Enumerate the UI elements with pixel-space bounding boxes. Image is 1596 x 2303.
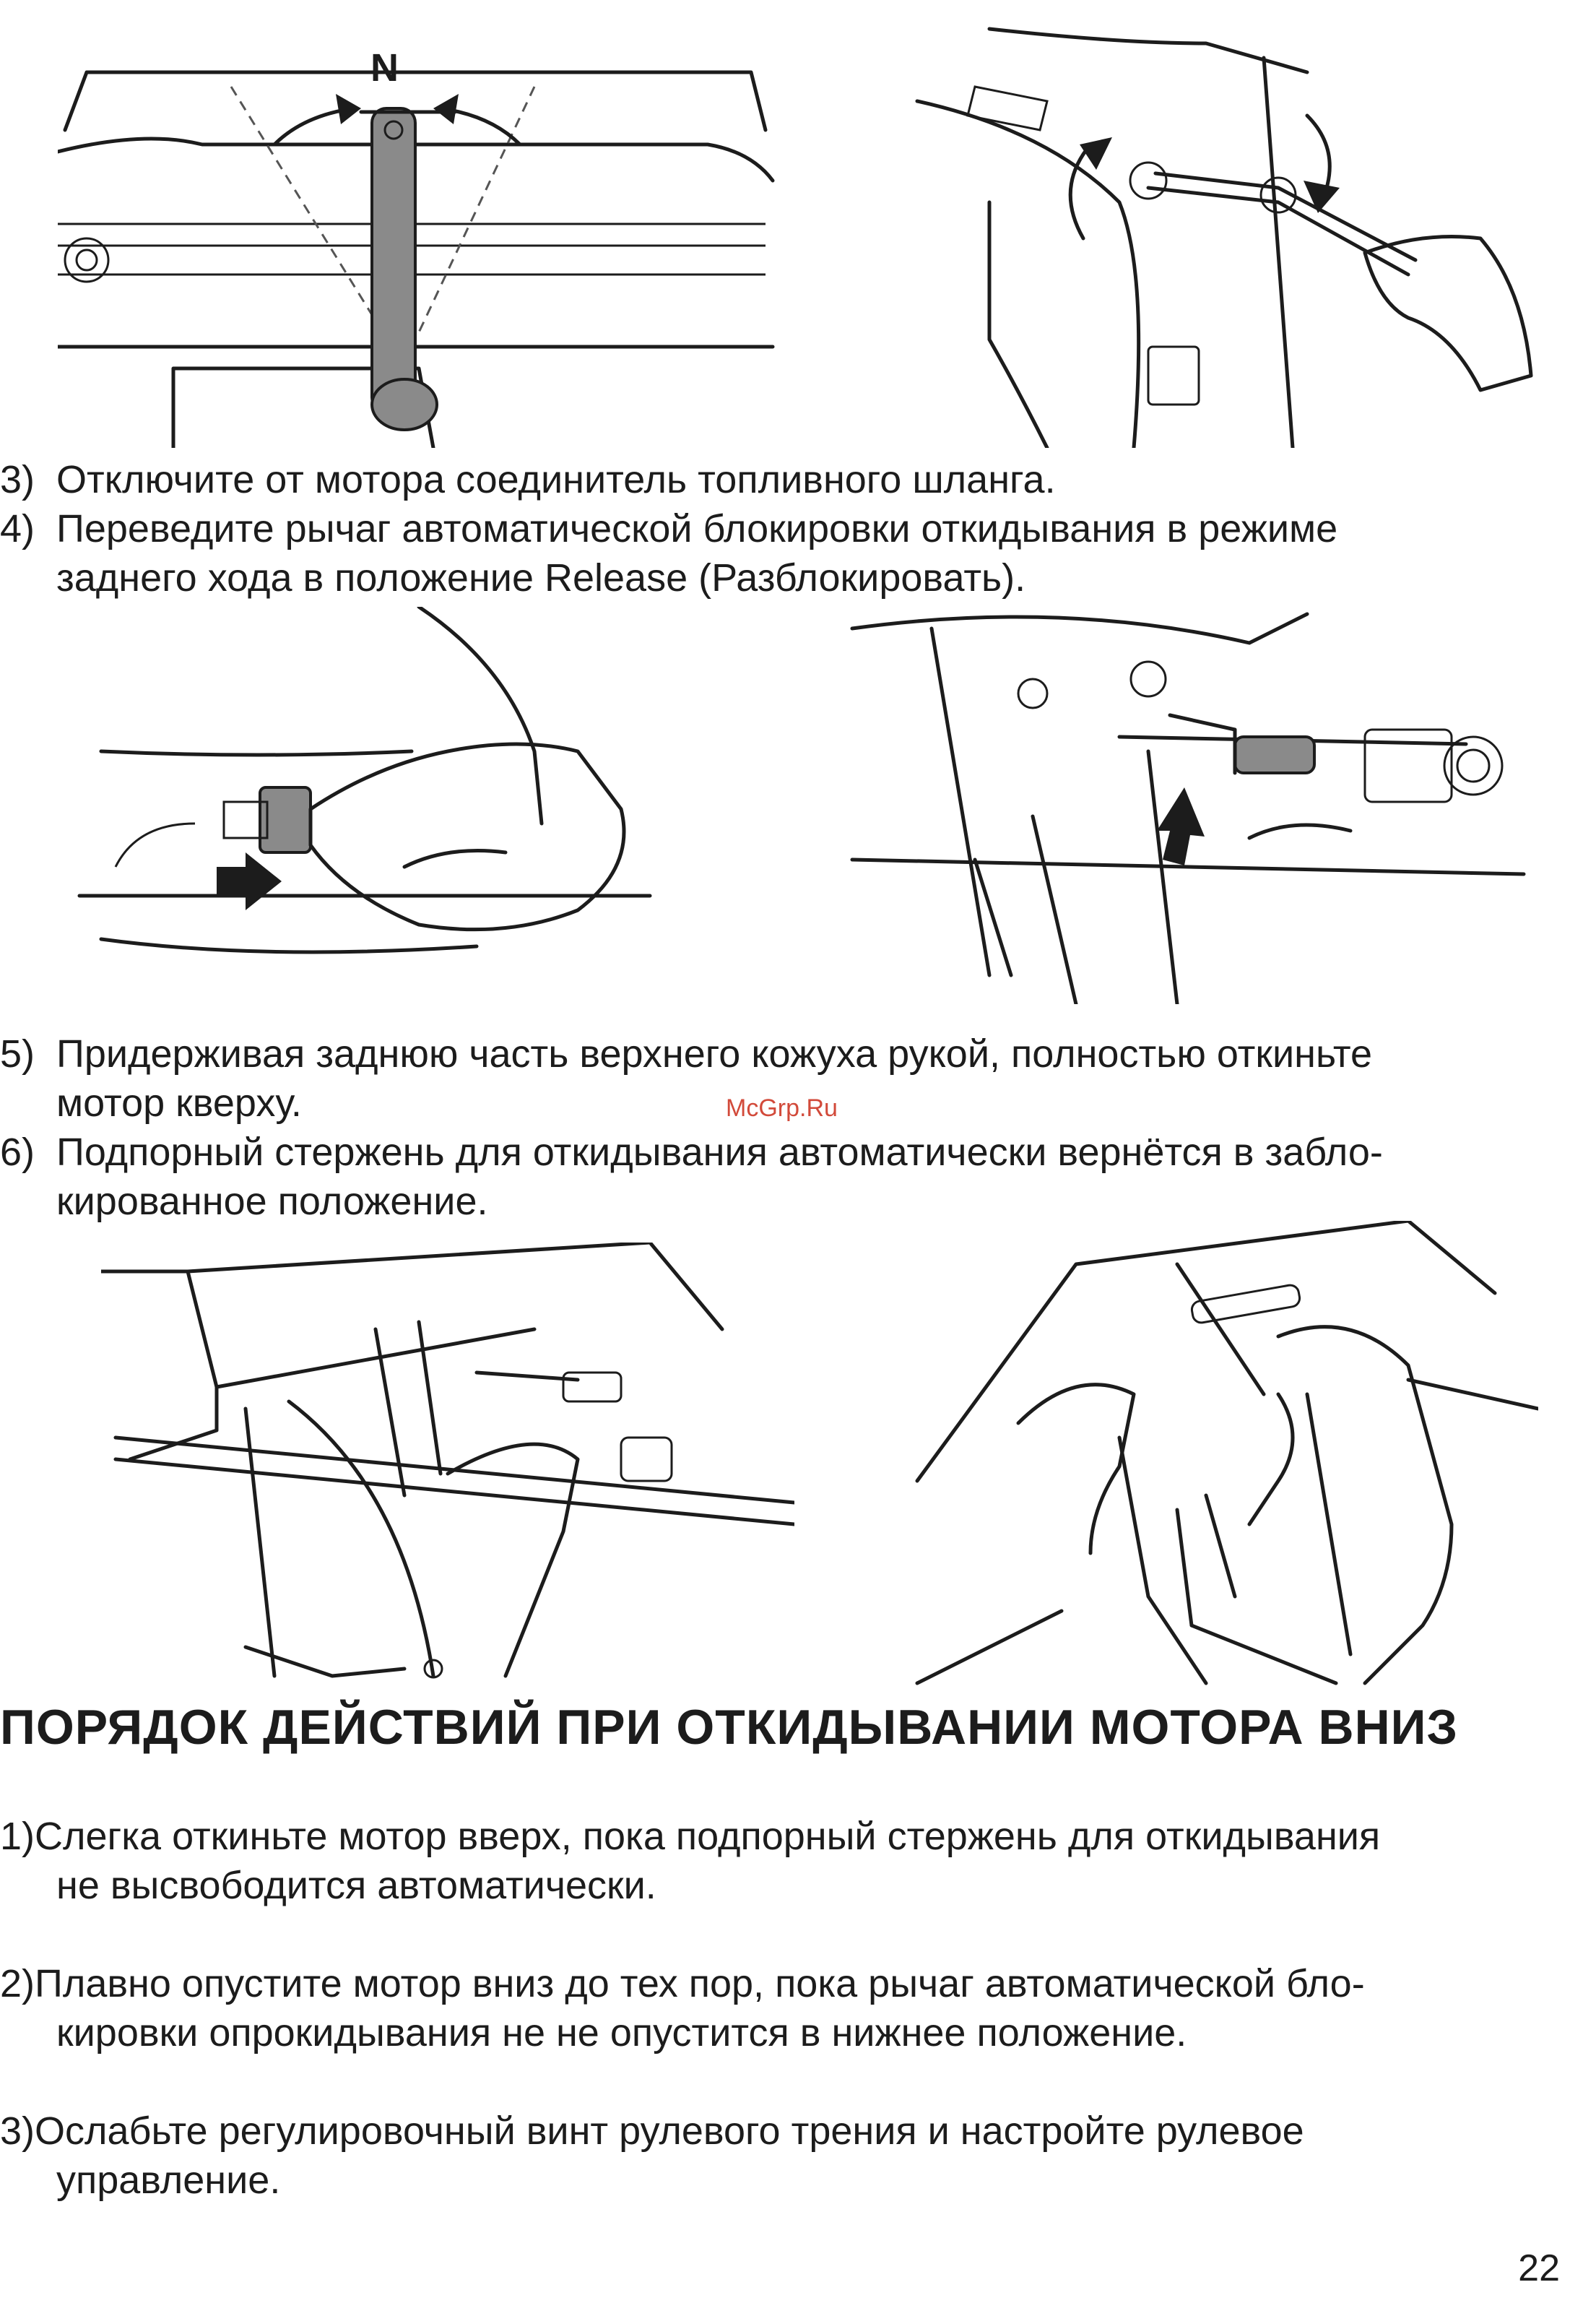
figure-wrench (903, 14, 1538, 448)
step-3-top: 3)Отключите от мотора соединитель топлив… (0, 458, 1056, 501)
step-5: 5)Придерживая заднюю часть верхнего кожу… (0, 1032, 1373, 1125)
neutral-label: N (370, 46, 399, 90)
tilt-down-step-2: 2)Плавно опустите мотор вниз до тех пор,… (0, 1962, 1365, 2054)
page-number: 22 (1518, 2247, 1560, 2289)
figure-tilt-support-left (101, 1243, 794, 1690)
tilt-down-step-3: 3)Ослабьте регулировочный винт рулевого … (0, 2109, 1304, 2202)
step-4-top: 4)Переведите рычаг автоматической блокир… (0, 507, 1338, 600)
tilt-down-step-1: 1)Слегка откиньте мотор вверх, пока подп… (0, 1815, 1381, 1907)
figure-fuel-connector (72, 607, 679, 990)
figure-tilt-support-right (903, 1221, 1538, 1698)
figure-release-lever (845, 600, 1538, 1004)
figure-shift-lever: N (58, 43, 780, 448)
step-6: 6)Подпорный стержень для откидывания авт… (0, 1131, 1383, 1223)
watermark: McGrp.Ru (726, 1094, 838, 1122)
section-heading: ПОРЯДОК ДЕЙСТВИЙ ПРИ ОТКИДЫВАНИИ МОТОРА … (0, 1700, 1459, 1755)
